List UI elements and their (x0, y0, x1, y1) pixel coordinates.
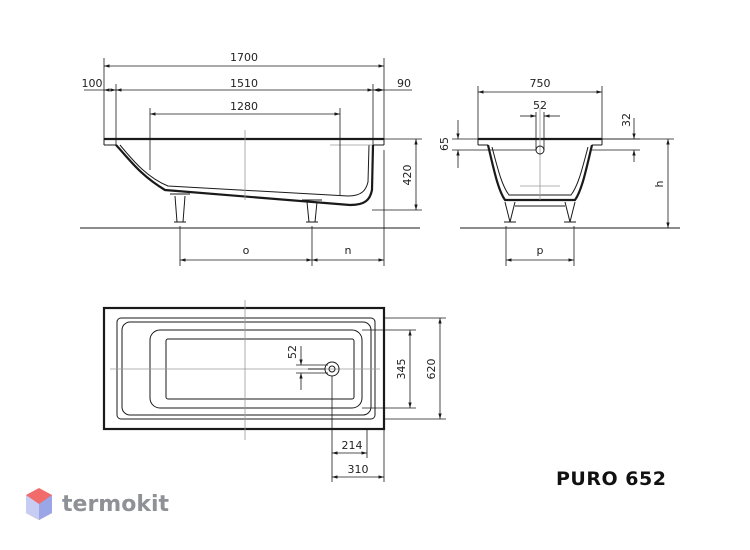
dim-90: 90 (397, 77, 411, 90)
side-tub-outline (115, 144, 375, 207)
dim-100: 100 (82, 77, 103, 90)
dim-1280: 1280 (230, 100, 258, 113)
termokit-logo-icon (26, 488, 52, 520)
dim-32: 32 (620, 113, 633, 127)
dim-1510: 1510 (230, 77, 258, 90)
dim-p: p (537, 244, 544, 257)
top-dim-52: 52 (286, 345, 299, 359)
dim-n: n (345, 244, 352, 257)
side-leg-right (302, 199, 322, 223)
dim-620: 620 (425, 359, 438, 380)
side-view: 1700 100 1510 90 1280 420 o n (80, 51, 422, 266)
end-legs (504, 201, 576, 223)
end-view: 750 52 32 65 h p (438, 77, 680, 266)
model-label: PURO 652 (556, 468, 667, 490)
dim-420: 420 (401, 165, 414, 186)
dim-214: 214 (342, 439, 363, 452)
dim-750: 750 (530, 77, 551, 90)
dim-345: 345 (395, 359, 408, 380)
side-leg-left (170, 193, 190, 223)
dim-h: h (653, 180, 666, 187)
end-dim-52: 52 (533, 99, 547, 112)
dim-1700: 1700 (230, 51, 258, 64)
dim-65: 65 (438, 137, 451, 151)
dim-310: 310 (348, 463, 369, 476)
dim-o: o (243, 244, 250, 257)
top-view: 52 345 620 214 310 (102, 300, 446, 482)
top-outer-rim (102, 306, 386, 431)
watermark-text: termokit (62, 492, 170, 517)
